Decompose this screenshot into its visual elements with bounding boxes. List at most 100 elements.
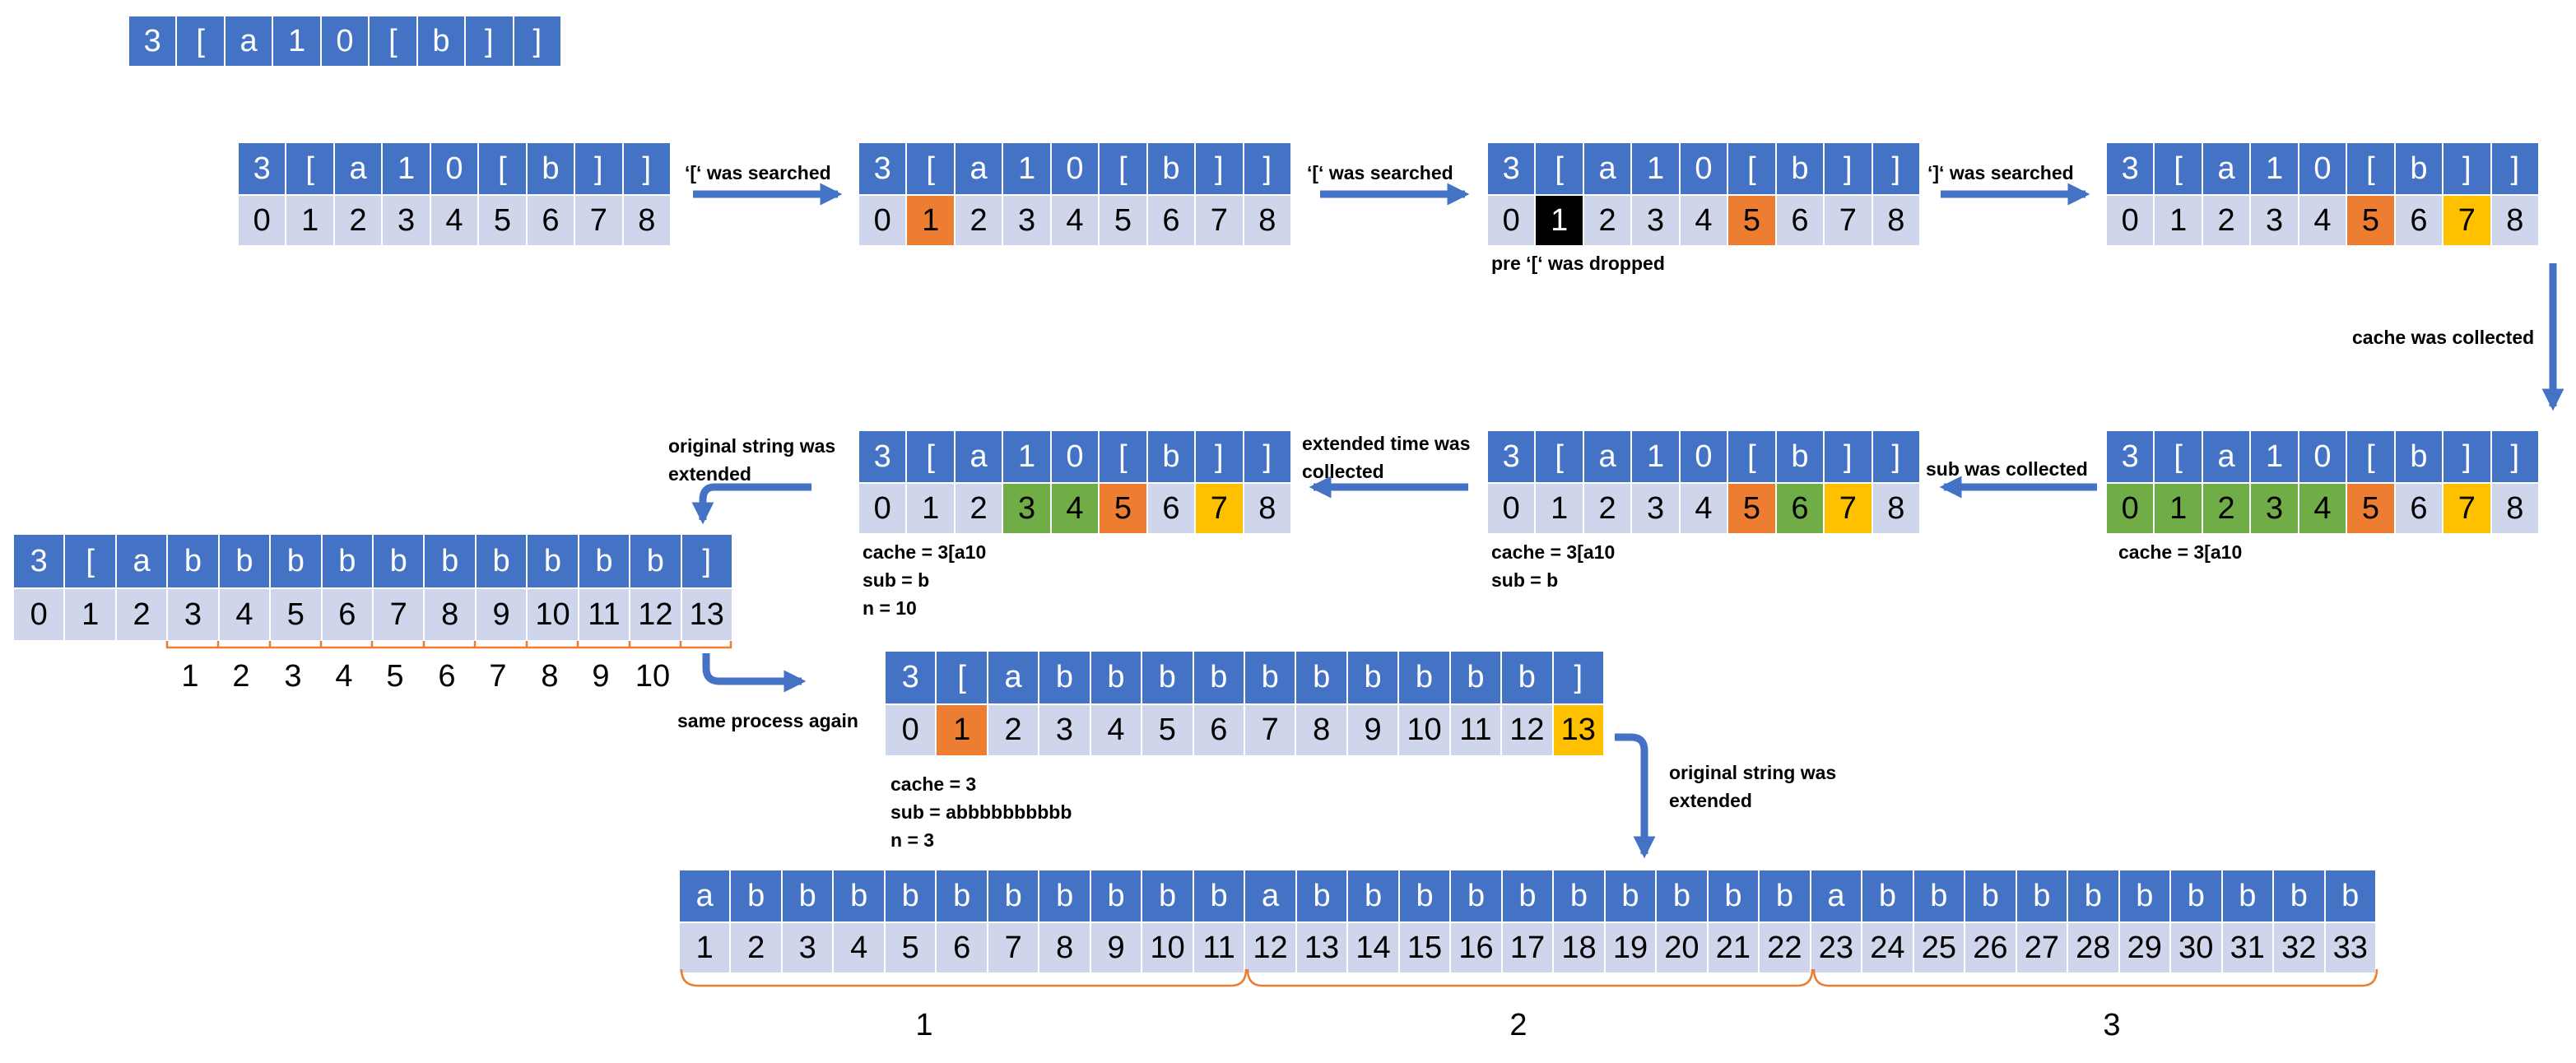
token-cell: ] [1244, 431, 1292, 482]
index-cell: 1 [1536, 482, 1584, 533]
token-cell: b [1147, 143, 1197, 194]
token-cell: b [1347, 652, 1400, 703]
index-cell: 5 [271, 587, 323, 640]
index-cell: 1 [2155, 482, 2203, 533]
index-cell: 3 [1039, 703, 1091, 755]
index-cell: 25 [1913, 921, 1966, 972]
index-cell: 26 [1965, 921, 2017, 972]
token-cell: a [1583, 431, 1633, 482]
token-cell: b [1554, 870, 1606, 921]
index-cell: 7 [2443, 194, 2492, 245]
index-cell: 3 [1003, 194, 1052, 245]
token-cell: b [1862, 870, 1914, 921]
index-cell: 3 [383, 194, 431, 245]
index-cell: 21 [1708, 921, 1760, 972]
token-cell: a [1245, 870, 1297, 921]
index-cell: 3 [1003, 482, 1052, 533]
index-cell: 2 [1583, 194, 1633, 245]
index-cell: 7 [2443, 482, 2492, 533]
index-cell: 4 [2299, 482, 2348, 533]
index-cell: 3 [168, 587, 220, 640]
index-cell: 22 [1760, 921, 1811, 972]
index-cell: 19 [1605, 921, 1658, 972]
repeat-count: 3 [284, 659, 302, 694]
token-cell: b [373, 535, 425, 587]
index-cell: 12 [1502, 703, 1554, 755]
index-cell: 3 [782, 921, 835, 972]
token-cell: b [425, 535, 477, 587]
token-cell: b [2395, 143, 2444, 194]
index-cell: 2 [955, 482, 1004, 533]
token-cell: [ [65, 535, 117, 587]
token-cell: 1 [273, 16, 322, 66]
index-cell: 6 [1147, 482, 1197, 533]
index-cell: 3 [2251, 482, 2299, 533]
token-cell: ] [466, 16, 514, 66]
token-cell: ] [1872, 143, 1921, 194]
token-cell: b [731, 870, 783, 921]
index-cell: 6 [1147, 194, 1197, 245]
token-cell: b [2274, 870, 2326, 921]
token-cell: b [322, 535, 374, 587]
index-cell: 12 [1245, 921, 1297, 972]
token-cell: ] [514, 16, 562, 66]
label-same-process: same process again [677, 710, 858, 731]
index-cell: 12 [630, 587, 682, 640]
token-cell: ] [1825, 431, 1873, 482]
repeat-count: 2 [232, 659, 250, 694]
index-cell: 4 [1051, 194, 1100, 245]
index-cell: 1 [937, 703, 988, 755]
token-cell: b [1039, 870, 1091, 921]
index-cell: 11 [1450, 703, 1503, 755]
token-cell: ] [2491, 143, 2540, 194]
token-cell: 1 [383, 143, 431, 194]
index-cell: 7 [1196, 194, 1244, 245]
index-cell: 4 [1051, 482, 1100, 533]
token-cell: b [1399, 652, 1451, 703]
index-cell: 8 [623, 194, 672, 245]
index-cell: 13 [1553, 703, 1605, 755]
index-cell: 2 [1583, 482, 1633, 533]
label-pre-open-dropped: pre ‘[‘ was dropped [1491, 253, 1665, 274]
index-cell: 17 [1502, 921, 1555, 972]
token-cell: a [116, 535, 169, 587]
index-cell: 7 [988, 921, 1040, 972]
index-cell: 15 [1399, 921, 1452, 972]
token-cell: [ [2347, 431, 2396, 482]
index-cell: 5 [479, 194, 528, 245]
token-cell: a [2202, 143, 2252, 194]
index-cell: 5 [1100, 194, 1148, 245]
token-cell: a [1811, 870, 1863, 921]
token-cell: b [1502, 870, 1555, 921]
token-cell: 1 [1632, 143, 1681, 194]
index-cell: 2 [334, 194, 384, 245]
index-cell: 29 [2119, 921, 2172, 972]
index-cell: 0 [14, 587, 66, 640]
index-cell: 9 [476, 587, 528, 640]
token-cell: b [1657, 870, 1709, 921]
token-cell: b [1147, 431, 1197, 482]
token-cell: ] [2443, 143, 2492, 194]
token-cell: 3 [2107, 143, 2155, 194]
label-cache-collected: cache was collected [2352, 327, 2535, 348]
token-cell: b [1708, 870, 1760, 921]
token-cell: b [1502, 652, 1554, 703]
token-cell: b [1142, 652, 1194, 703]
index-cell: 10 [1399, 703, 1451, 755]
token-cell: b [417, 16, 467, 66]
token-cell: 1 [2251, 431, 2299, 482]
token-cell: b [988, 870, 1040, 921]
token-cell: b [782, 870, 835, 921]
token-cell: [ [370, 16, 418, 66]
token-cell: b [1142, 870, 1194, 921]
token-cell: b [168, 535, 220, 587]
label-close-search: ‘]‘ was searched [1927, 162, 2074, 183]
token-cell: 3 [239, 143, 287, 194]
index-cell: 4 [219, 587, 272, 640]
index-cell: 6 [1193, 703, 1245, 755]
